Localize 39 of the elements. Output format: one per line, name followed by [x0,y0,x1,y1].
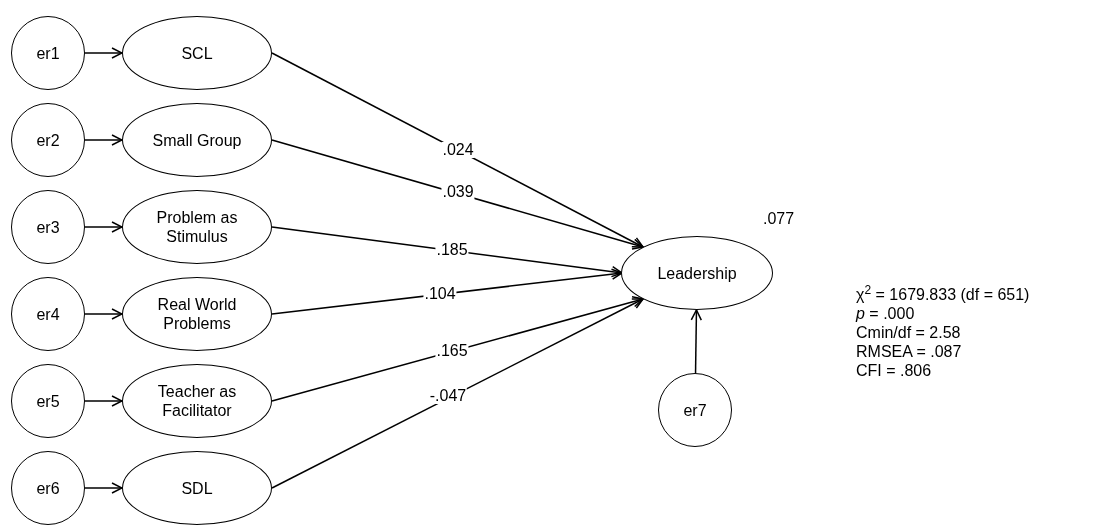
node-label: Teacher as Facilitator [156,382,238,420]
arrow [271,298,644,489]
r-squared-value: .077 [763,211,795,227]
arrow [84,47,123,59]
arrow [271,268,623,315]
arrow [271,226,623,278]
node-label: er4 [36,304,60,324]
node-label: SDL [181,478,213,498]
arrow [690,309,703,374]
edge-label: .039 [441,184,475,200]
node-label: SCL [181,43,213,63]
node-label: er6 [36,478,60,498]
variable-ellipse [621,236,773,310]
edge-label: .024 [441,142,475,158]
node-label: er5 [36,391,60,411]
node-label: Real World Problems [156,295,238,333]
node-label: Leadership [657,263,737,283]
node-label: Small Group [152,130,242,150]
node-label: er3 [36,217,60,237]
arrow [271,139,644,250]
node-label: er1 [36,43,60,63]
fit-statistic: Cmin/df = 2.58 [856,323,962,342]
edge-label: .104 [423,286,457,302]
node-label: er7 [683,400,707,420]
arrow [84,221,123,233]
arrow [84,308,123,320]
arrow [84,482,123,494]
fit-statistic: χ$^{2}$ = 1679.833 (df = 651) [856,285,1030,304]
fit-statistic: p = .000 [856,304,916,323]
arrow [271,52,644,248]
arrow [84,134,123,146]
edge-label: .165 [435,343,469,359]
edge-label: -.047 [428,388,468,404]
edge-label: .185 [435,242,469,258]
node-label: er2 [36,130,60,150]
fit-statistic: RMSEA = .087 [856,342,963,361]
fit-statistic: CFI = .806 [856,361,933,380]
arrow [84,395,123,407]
node-label: Problem as Stimulus [155,208,239,246]
